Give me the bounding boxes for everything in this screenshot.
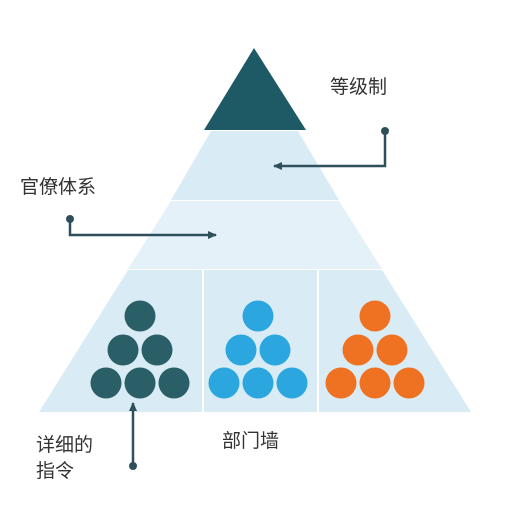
dot-blue: [242, 367, 274, 399]
dot-dark-teal: [107, 334, 139, 366]
hierarchy-arrow: [273, 131, 387, 170]
dot-dark-teal: [90, 367, 122, 399]
dot-group-orange: [325, 300, 425, 399]
pyramid-lower-middle-tier: [128, 201, 382, 269]
dot-group-blue: [208, 300, 308, 399]
dot-blue: [242, 300, 274, 332]
dot-dark-teal: [124, 300, 156, 332]
dot-dark-teal: [158, 367, 190, 399]
dot-blue: [276, 367, 308, 399]
hierarchy-label: 等级制: [330, 76, 388, 98]
bureaucracy-arrow: [68, 219, 217, 239]
dot-orange: [376, 334, 408, 366]
department-dot-groups: [90, 300, 425, 399]
dot-orange: [393, 367, 425, 399]
dot-orange: [359, 367, 391, 399]
dot-blue: [208, 367, 240, 399]
dot-blue: [225, 334, 257, 366]
dot-blue: [259, 334, 291, 366]
dot-dark-teal: [141, 334, 173, 366]
dot-group-dark-teal: [90, 300, 190, 399]
bureaucracy-label: 官僚体系: [20, 176, 97, 198]
department-wall-label: 部门墙: [222, 430, 280, 452]
detailed-instructions-line-2: 指令: [36, 460, 75, 482]
detailed-instructions-line-1: 详细的: [36, 434, 94, 456]
pyramid-upper-middle-tier: [171, 131, 339, 200]
dot-dark-teal: [124, 367, 156, 399]
dot-orange: [359, 300, 391, 332]
dot-orange: [342, 334, 374, 366]
pyramid-apex: [204, 48, 306, 130]
detailed-instructions-label: 详细的 指令: [36, 432, 126, 484]
dot-orange: [325, 367, 357, 399]
